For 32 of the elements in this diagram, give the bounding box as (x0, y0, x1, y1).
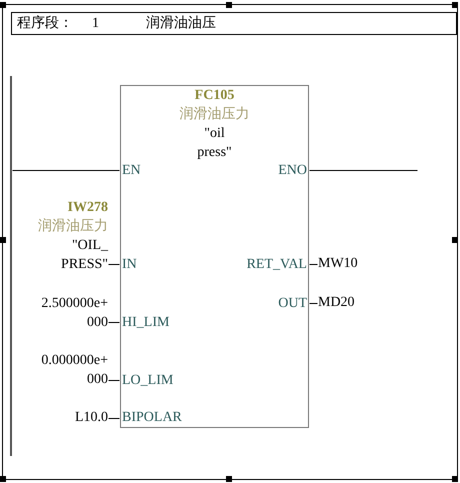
pin-name: OUT (278, 295, 307, 313)
operand-symbol: "OIL_ PRESS" (61, 237, 108, 274)
operand-address: IW278 (68, 199, 108, 217)
pin-name: HI_LIM (122, 314, 170, 332)
block-comment: 润滑油压力 (178, 105, 250, 124)
connection-line (108, 380, 120, 381)
connection-line (309, 303, 318, 304)
function-block (120, 85, 309, 428)
operand-comment: 润滑油压力 (38, 217, 108, 236)
connection-line (309, 170, 418, 171)
connection-line (108, 322, 120, 323)
pin-name: EN (122, 162, 141, 180)
operand-value: 2.500000e+ 000 (41, 295, 108, 332)
network-label: 程序段： (17, 14, 73, 33)
connection-line (108, 264, 120, 265)
pin-name: ENO (278, 162, 307, 180)
pin-name: RET_VAL (246, 256, 307, 274)
pin-name: BIPOLAR (122, 409, 182, 427)
block-symbol: "oil press" (197, 125, 232, 162)
operand-address: MD20 (318, 294, 355, 312)
block-name: FC105 (194, 87, 236, 105)
network-title: 润滑油油压 (146, 14, 216, 33)
operand-value: 0.000000e+ 000 (41, 352, 108, 389)
connection-line (12, 170, 120, 171)
connection-line (309, 264, 318, 265)
operand-address: MW10 (318, 255, 358, 273)
pin-name: IN (122, 256, 137, 274)
network-number: 1 (92, 15, 99, 33)
connection-line (108, 418, 120, 419)
operand-address: L10.0 (74, 409, 108, 427)
network-header-box (11, 12, 457, 35)
pin-name: LO_LIM (122, 372, 174, 390)
